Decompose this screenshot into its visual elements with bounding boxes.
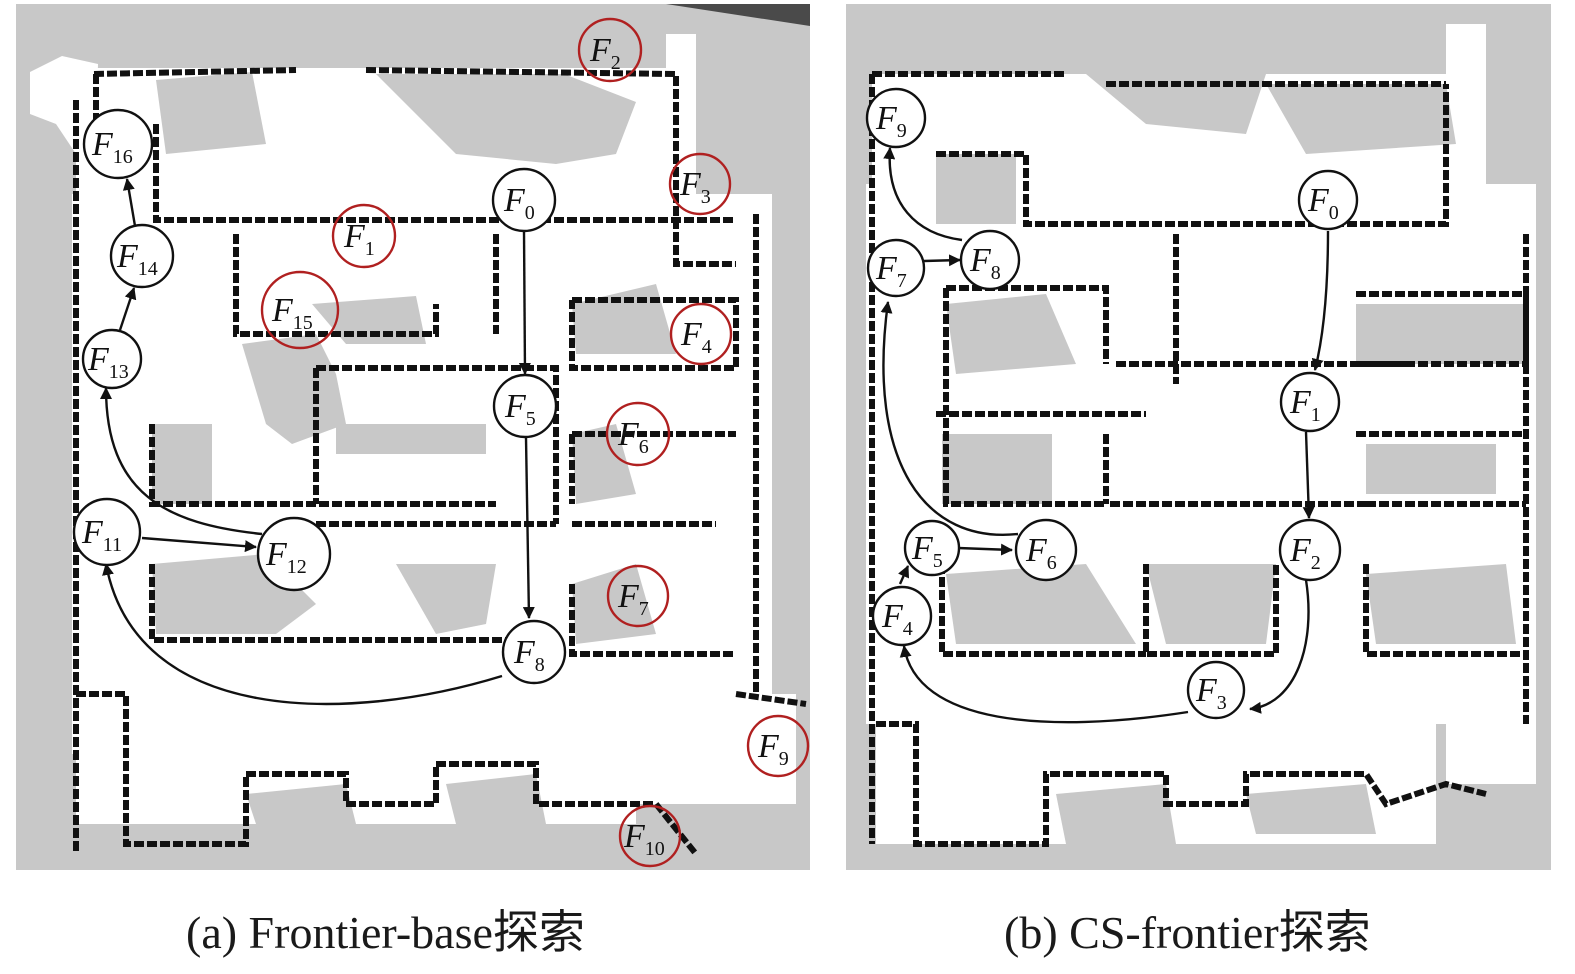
node-b-f2: F2	[1278, 518, 1342, 582]
node-a-f9: F9	[746, 714, 810, 778]
caption-b: (b) CS-frontier探索	[1004, 907, 1371, 958]
edge-f7-f8	[923, 254, 961, 267]
svg-text:F2: F2	[1289, 532, 1321, 574]
svg-text:F2: F2	[589, 32, 621, 74]
svg-text:F1: F1	[1289, 384, 1321, 426]
node-a-f1: F1	[331, 203, 397, 269]
svg-text:F12: F12	[265, 536, 307, 578]
map-panel-b: F0 F1 F2 F3 F4 F5	[846, 4, 1551, 870]
node-b-f0: F0	[1297, 169, 1359, 231]
svg-text:F10: F10	[623, 818, 665, 860]
node-a-f12: F12	[256, 516, 332, 592]
edge-f8-f11	[102, 563, 503, 706]
svg-text:F11: F11	[81, 514, 122, 556]
map-a-nodes: F0 F5 F8 F11 F12 F13	[72, 17, 810, 868]
svg-text:F15: F15	[271, 292, 313, 334]
svg-text:F3: F3	[679, 166, 711, 208]
node-b-f8: F8	[959, 229, 1021, 291]
map-b-svg: F0 F1 F2 F3 F4 F5	[865, 24, 1536, 847]
node-b-f6: F6	[1014, 518, 1078, 582]
node-a-f2: F2	[577, 17, 643, 83]
edge-f0-f1	[1311, 230, 1330, 371]
svg-text:F5: F5	[504, 388, 536, 430]
svg-text:F0: F0	[1307, 182, 1339, 224]
map-b-unknown-regions	[936, 74, 1526, 844]
edge-f13-f14	[118, 287, 137, 331]
node-a-f11: F11	[72, 497, 142, 567]
edge-f12-f13	[100, 387, 263, 536]
svg-text:F3: F3	[1195, 672, 1227, 714]
svg-text:F5: F5	[911, 530, 943, 572]
edge-f1-f2	[1302, 431, 1315, 519]
map-panel-a: F0 F5 F8 F11 F12 F13	[16, 4, 810, 870]
svg-text:F7: F7	[617, 578, 649, 620]
svg-text:F9: F9	[875, 100, 907, 142]
edge-f6-f7	[880, 301, 1019, 537]
edge-f5-f8	[522, 437, 535, 619]
node-b-f7: F7	[866, 238, 926, 298]
node-a-f16: F16	[82, 108, 154, 180]
map-a-edges	[100, 178, 535, 706]
svg-text:F8: F8	[513, 634, 545, 676]
svg-text:F4: F4	[881, 598, 913, 640]
map-a-svg: F0 F5 F8 F11 F12 F13	[30, 4, 810, 868]
node-b-f1: F1	[1279, 371, 1341, 433]
edge-f0-f5	[518, 230, 531, 375]
edge-f3-f4	[899, 645, 1189, 724]
node-a-f6: F6	[605, 401, 671, 467]
edge-f2-f3	[1249, 579, 1310, 714]
svg-text:F13: F13	[87, 341, 129, 383]
node-a-f7: F7	[606, 564, 670, 628]
map-a-corner-shadow	[666, 4, 810, 26]
edge-f8-f9	[883, 147, 963, 242]
edge-f14-f16	[122, 178, 137, 227]
map-b-walls	[869, 71, 1529, 847]
map-a-unknown-regions	[152, 72, 676, 824]
svg-text:F14: F14	[116, 238, 158, 280]
node-a-f13: F13	[81, 328, 143, 390]
node-a-f3: F3	[668, 152, 732, 216]
svg-text:F4: F4	[680, 316, 712, 358]
node-a-f5: F5	[492, 373, 558, 439]
node-b-f9: F9	[865, 87, 927, 149]
edge-f5-f6	[957, 543, 1013, 556]
map-a-walls	[73, 67, 807, 856]
svg-text:F9: F9	[757, 728, 789, 770]
edge-f11-f12	[141, 536, 257, 553]
node-a-f14: F14	[109, 223, 175, 289]
svg-text:F7: F7	[875, 250, 907, 292]
svg-text:F0: F0	[503, 182, 535, 224]
node-b-f3: F3	[1186, 660, 1246, 720]
node-a-f15: F15	[260, 270, 340, 350]
caption-a: (a) Frontier-base探索	[186, 907, 585, 958]
node-a-f8: F8	[501, 619, 567, 685]
node-a-f4: F4	[669, 302, 733, 366]
node-b-f5: F5	[903, 519, 961, 577]
node-a-f10: F10	[618, 804, 682, 868]
edge-f4-f5	[898, 565, 910, 585]
node-b-f4: F4	[871, 585, 933, 647]
svg-text:F8: F8	[969, 242, 1001, 284]
svg-text:F16: F16	[91, 126, 133, 168]
svg-text:F1: F1	[343, 218, 375, 260]
map-b-nodes: F0 F1 F2 F3 F4 F5	[865, 87, 1359, 720]
map-b-edges	[880, 147, 1330, 724]
svg-text:F6: F6	[617, 416, 649, 458]
svg-text:F6: F6	[1025, 532, 1057, 574]
node-a-f0: F0	[491, 167, 557, 233]
